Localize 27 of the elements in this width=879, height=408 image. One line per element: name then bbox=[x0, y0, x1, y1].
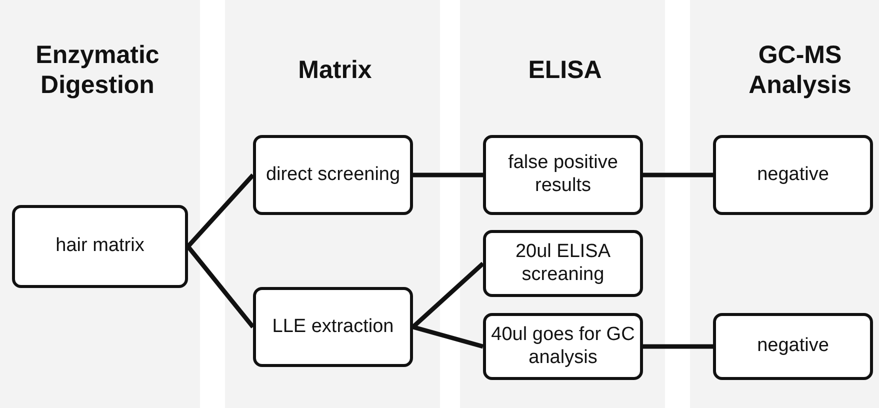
box-text: LLE extraction bbox=[272, 316, 394, 338]
box-text: 20ul ELISA screaning bbox=[514, 240, 612, 286]
connector-line bbox=[643, 172, 713, 178]
process-box bbox=[713, 135, 873, 215]
connector-line bbox=[643, 344, 713, 349]
connector-line bbox=[186, 173, 255, 248]
column-heading: Enzymatic Digestion bbox=[34, 40, 160, 100]
process-box bbox=[713, 313, 873, 380]
box-text: negative bbox=[757, 335, 829, 358]
column-heading: GC-MS Analysis bbox=[748, 40, 852, 100]
process-box bbox=[483, 230, 643, 297]
process-box bbox=[12, 205, 188, 288]
box-text: 40ul goes for GC analysis bbox=[490, 324, 636, 370]
process-box bbox=[483, 135, 643, 215]
box-text: direct screening bbox=[266, 164, 400, 186]
box-text: negative bbox=[757, 164, 829, 186]
connector-line bbox=[412, 262, 484, 329]
connector-line bbox=[413, 172, 483, 178]
box-text: false positive results bbox=[507, 152, 619, 198]
column-heading: Matrix bbox=[297, 55, 373, 85]
column-heading: ELISA bbox=[527, 55, 603, 85]
process-box bbox=[483, 313, 643, 380]
process-box bbox=[253, 135, 413, 215]
process-box bbox=[253, 287, 413, 367]
box-text: hair matrix bbox=[56, 235, 144, 258]
connector-line bbox=[412, 324, 484, 349]
connector-line bbox=[186, 245, 255, 328]
